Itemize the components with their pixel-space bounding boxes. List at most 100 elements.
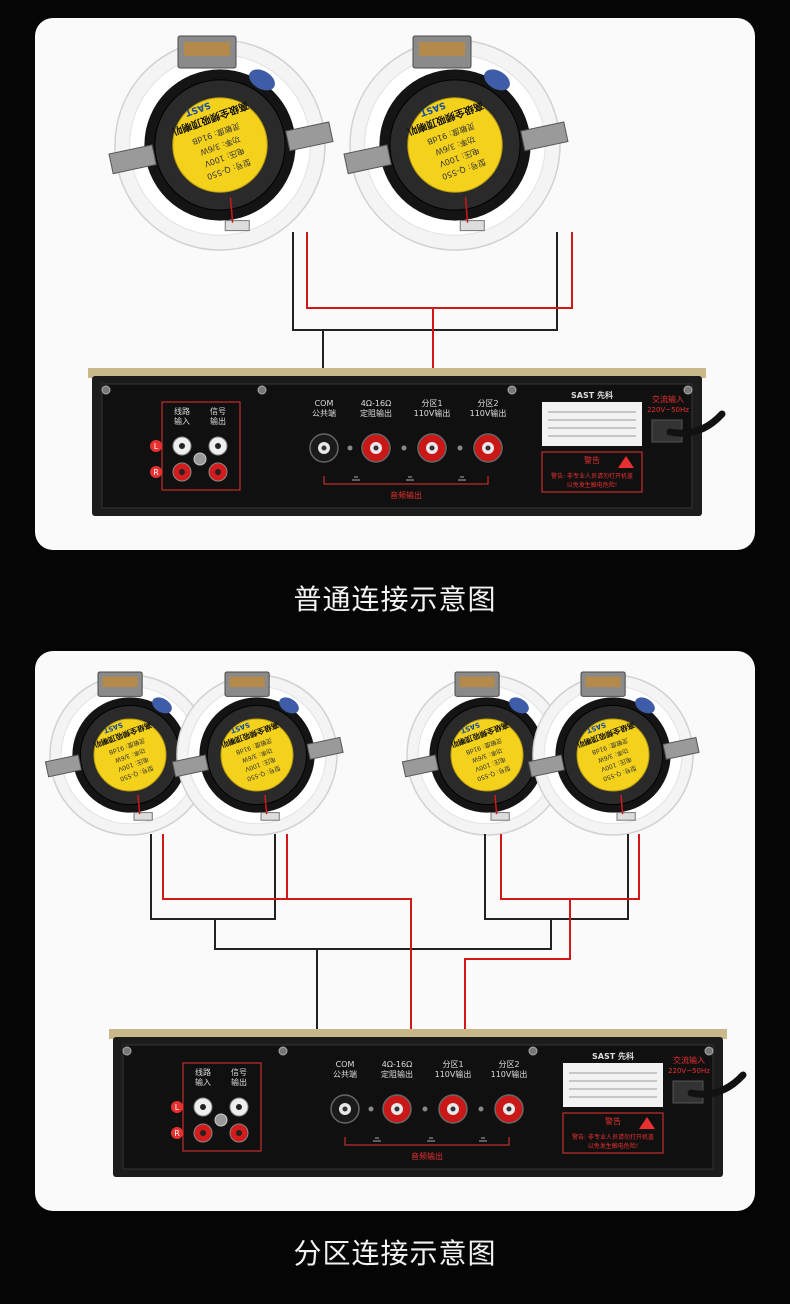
- speaker-label: [576, 718, 650, 792]
- amplifier-top-cover: [109, 1029, 727, 1039]
- mounting-clip-icon: [662, 736, 700, 760]
- channel-r-badge: [150, 466, 162, 478]
- zone2-terminal-hole: [485, 445, 491, 451]
- red-wire: [306, 232, 573, 309]
- speaker-label: [407, 97, 503, 193]
- line-in-label: 线路: [174, 406, 190, 416]
- small-screw-icon: [347, 445, 353, 451]
- warning-box: [562, 1112, 664, 1154]
- channel-r-badge: [171, 1127, 183, 1139]
- terminal-block: [459, 220, 485, 232]
- speaker-label: [172, 97, 268, 193]
- screw-icon: [683, 385, 693, 395]
- ground-symbol-icon: [427, 1137, 435, 1142]
- internal-wire: [494, 794, 498, 815]
- ac-input-label: 交流输入: [652, 394, 684, 404]
- rca-jack-center: [179, 443, 185, 449]
- capacitor-icon: [249, 69, 275, 91]
- ac-input-voltage: 220V~50Hz: [647, 406, 689, 414]
- terminal-block: [616, 812, 636, 821]
- signal-out-label: 输出: [210, 416, 226, 426]
- red-wire: [162, 834, 288, 900]
- mounting-clip-icon: [343, 144, 392, 175]
- fixed-output-terminal-label: 定阻输出: [381, 1069, 413, 1079]
- rca-jack-center: [179, 469, 185, 475]
- fixed-output-terminal-label: 4Ω-16Ω: [361, 399, 391, 408]
- screw-icon: [704, 1046, 714, 1056]
- normal-connection-caption: 普通连接示意图: [293, 583, 497, 616]
- mounting-clip-icon: [44, 754, 82, 778]
- fixed-output-terminal-label: 4Ω-16Ω: [382, 1060, 412, 1069]
- power-cord-icon: [666, 410, 726, 437]
- internal-wire: [229, 197, 234, 223]
- warning-title: 警告: [605, 1116, 621, 1126]
- zone2-terminal-label: 分区2: [477, 399, 498, 408]
- line-in-label: 输入: [195, 1077, 211, 1087]
- small-screw-icon: [368, 1106, 374, 1112]
- capacitor-icon: [509, 697, 529, 714]
- small-screw-icon: [401, 445, 407, 451]
- internal-wire: [620, 794, 624, 815]
- zone1-terminal-hole: [450, 1106, 456, 1112]
- amplifier-brand: SAST 先科: [592, 1051, 634, 1061]
- capacitor-icon: [635, 697, 655, 714]
- com-terminal-hole: [342, 1106, 348, 1112]
- speaker-label: [220, 718, 294, 792]
- rca-jack-center: [200, 1104, 206, 1110]
- ground-screw-icon: [214, 1113, 228, 1127]
- terminal-block: [490, 812, 510, 821]
- audio-output-bracket: [344, 1137, 510, 1146]
- com-terminal-hole: [321, 445, 327, 451]
- transformer-coil: [229, 676, 265, 688]
- channel-l-badge: [150, 440, 162, 452]
- amplifier-top-cover: [88, 368, 706, 378]
- wiring: [150, 834, 640, 1106]
- audio-output-label: 音频输出: [411, 1151, 443, 1161]
- amplifier-brand: SAST 先科: [571, 390, 613, 400]
- screw-icon: [122, 1046, 132, 1056]
- screw-icon: [507, 385, 517, 395]
- warning-text: 以免发生触电危险!: [588, 1142, 638, 1150]
- fixed-output-terminal-hole: [373, 445, 379, 451]
- mounting-clip-icon: [527, 754, 565, 778]
- ground-symbol-icon: [373, 1137, 381, 1142]
- amplifier-rear-panel: 线路输入信号输出LRCOM公共端4Ω-16Ω定阻输出分区1110V输出分区211…: [88, 368, 726, 516]
- warning-text: 警告: 非专业人员请勿打开机盖: [572, 1133, 654, 1141]
- nameplate: [563, 1063, 663, 1107]
- zone1-terminal-hole: [429, 445, 435, 451]
- fixed-output-terminal-label: 定阻输出: [360, 408, 392, 418]
- mounting-clip-icon: [285, 121, 334, 152]
- screw-icon: [101, 385, 111, 395]
- screw-icon: [278, 1046, 288, 1056]
- zone1-terminal-label: 110V输出: [435, 1069, 472, 1079]
- transformer-coil: [459, 676, 495, 688]
- zoned-connection-caption: 分区连接示意图: [293, 1237, 497, 1270]
- black-wire: [214, 919, 552, 950]
- red-wire: [500, 834, 640, 900]
- amplifier-rear-panel: 线路输入信号输出LRCOM公共端4Ω-16Ω定阻输出分区1110V输出分区211…: [109, 1029, 747, 1177]
- mounting-clip-icon: [171, 754, 209, 778]
- terminal-block: [260, 812, 280, 821]
- screw-icon: [257, 385, 267, 395]
- zone2-terminal-hole: [506, 1106, 512, 1112]
- nameplate: [542, 402, 642, 446]
- black-wire: [150, 834, 276, 920]
- channel-r-text: R: [174, 1129, 180, 1138]
- ground-symbol-icon: [458, 476, 466, 481]
- channel-r-text: R: [153, 468, 159, 477]
- warning-title: 警告: [584, 455, 600, 465]
- signal-out-label: 信号: [210, 406, 226, 416]
- small-screw-icon: [457, 445, 463, 451]
- line-in-label: 输入: [174, 416, 190, 426]
- line-in-label: 线路: [195, 1067, 211, 1077]
- ac-input-label: 交流输入: [673, 1055, 705, 1065]
- ground-symbol-icon: [406, 476, 414, 481]
- small-screw-icon: [478, 1106, 484, 1112]
